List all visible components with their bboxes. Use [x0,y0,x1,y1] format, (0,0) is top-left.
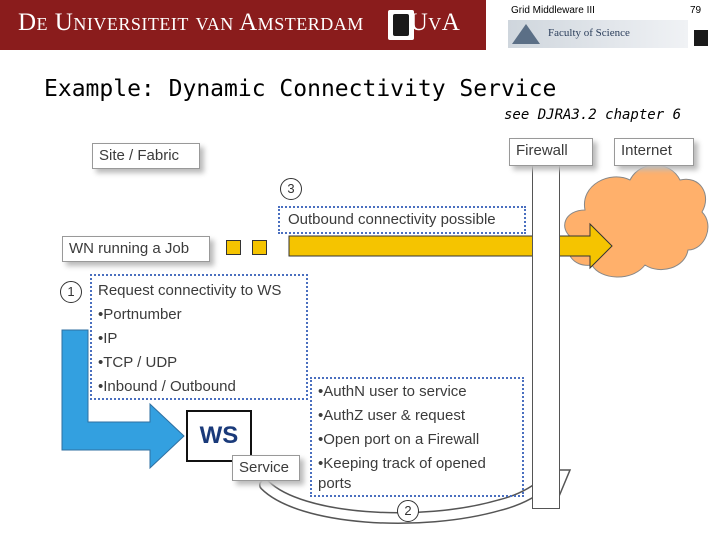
course-name: Grid Middleware III [511,5,595,16]
auth-item: •AuthN user to service [318,383,467,400]
internet-cloud [564,164,709,278]
request-item: •TCP / UDP [98,354,178,371]
job-signal-square [252,240,267,255]
step-3-badge: 3 [280,178,302,200]
request-item: •Inbound / Outbound [98,378,236,395]
auth-box: •AuthN user to service •AuthZ user & req… [310,377,524,497]
auth-item: ports [318,475,352,492]
outbound-connectivity-box: Outbound connectivity possible [278,206,526,234]
faculty-logo: Faculty of Science [508,20,688,48]
service-box: Service [232,455,300,481]
university-name: De Universiteit van Amsterdam UvA [18,9,460,37]
firewall-bar [532,163,560,509]
pyramid-icon [512,24,540,44]
step-2-badge: 2 [397,500,419,522]
request-item: •Portnumber [98,306,182,323]
slide-subtitle: see DJRA3.2 chapter 6 [504,107,682,123]
auth-item: •Open port on a Firewall [318,431,480,448]
request-item: •IP [98,330,118,347]
auth-item: •Keeping track of opened [318,455,486,472]
uva-text: UvA [409,9,461,36]
auth-item: •AuthZ user & request [318,407,465,424]
ws-box: WS [186,410,252,462]
outbound-arrow [288,222,613,270]
request-arrow [61,329,185,470]
job-signal-square [226,240,241,255]
site-fabric-box: Site / Fabric [92,143,200,169]
slide-title: Example: Dynamic Connectivity Service [44,76,557,102]
step-1-badge: 1 [60,281,82,303]
faculty-name: Faculty of Science [548,27,630,39]
firewall-box: Firewall [509,138,593,166]
crest-icon [388,10,414,40]
university-name-text: De Universiteit van Amsterdam [18,9,364,36]
request-title: Request connectivity to WS [98,282,282,299]
request-box: Request connectivity to WS •Portnumber •… [90,274,308,400]
wn-job-box: WN running a Job [62,236,210,262]
crest-small-icon [694,30,708,46]
internet-box: Internet [614,138,694,166]
page-number: 79 [690,5,702,16]
